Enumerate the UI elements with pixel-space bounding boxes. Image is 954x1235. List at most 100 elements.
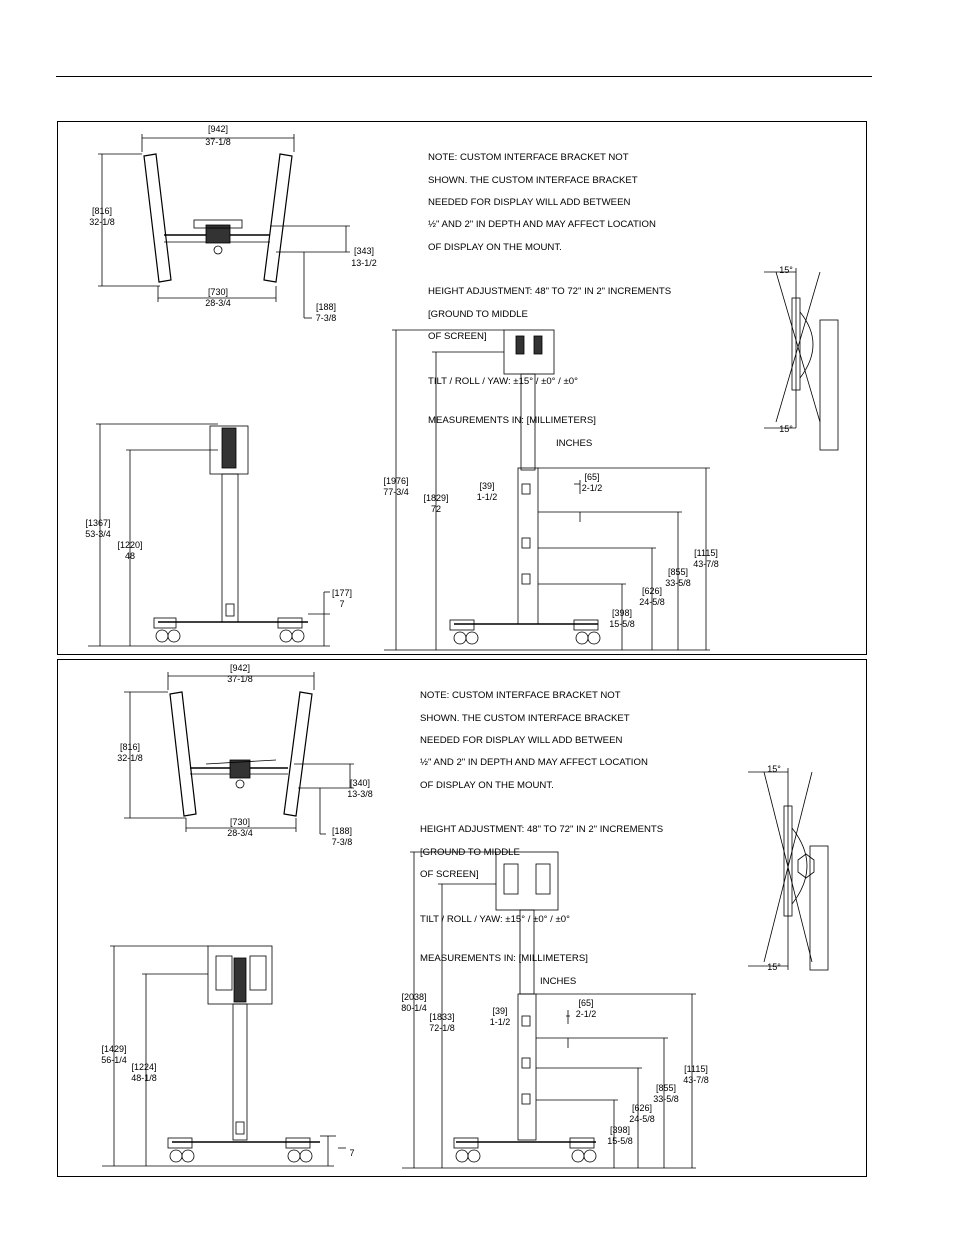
note-line: SHOWN. THE CUSTOM INTERFACE BRACKET: [420, 712, 630, 724]
dim-left-mid-mm: [1224]: [131, 1062, 156, 1072]
top-view-stand: [169, 691, 313, 817]
height-adjustment-line: OF SCREEN]: [420, 869, 479, 881]
top-view-stand: [143, 153, 293, 283]
dim-base-depth-in: 7-3/8: [332, 837, 353, 847]
tilt-angle-top: 15°: [779, 265, 793, 275]
dim-left-foot-in: 7: [339, 599, 344, 609]
dim-626-mm: [626]: [642, 586, 662, 596]
side-view-short: [153, 425, 308, 643]
side-view-tall: [449, 329, 601, 645]
dim-increment-mm: [65]: [584, 472, 599, 482]
dim-top-height-mm: [816]: [92, 206, 112, 216]
note-line: OF DISPLAY ON THE MOUNT.: [420, 779, 554, 791]
tilt-detail: [764, 268, 839, 451]
note-line: NOTE: CUSTOM INTERFACE BRACKET NOT: [428, 152, 629, 164]
note-line: SHOWN. THE CUSTOM INTERFACE BRACKET: [428, 174, 638, 186]
dim-total-mm: [2038]: [401, 992, 426, 1002]
dim-855-in: 33-5/8: [653, 1094, 679, 1104]
dim-1115-in: 43-7/8: [683, 1075, 709, 1085]
dim-base-depth-mm: [188]: [332, 826, 352, 836]
drawing-bottom: [942] 37-1/8 [816] 32-1/8 [340] 13-3/8 […: [101, 663, 829, 1169]
dim-total-mm: [1976]: [383, 476, 408, 486]
measurements-units: INCHES: [556, 437, 593, 449]
dim-top-height-in: 32-1/8: [89, 217, 115, 227]
dim-855-mm: [855]: [656, 1083, 676, 1093]
measurements-label: MEASUREMENTS IN: [MILLIMETERS]: [420, 953, 588, 965]
dim-increment-mm: [65]: [578, 998, 593, 1008]
tilt-detail: [748, 768, 829, 971]
height-adjustment-line: [GROUND TO MIDDLE: [428, 308, 528, 320]
tilt-roll-yaw: TILT / ROLL / YAW: ±15° / ±0° / ±0°: [428, 375, 578, 387]
dim-left-mid-mm: [1220]: [117, 540, 142, 550]
dim-left-total-mm: [1429]: [101, 1044, 126, 1054]
dim-mid-mm: [1833]: [429, 1012, 454, 1022]
drawing-top: [942] 37-1/8 [816] 32-1/8 [343] 13-1/2 […: [85, 124, 839, 651]
measurements-label: MEASUREMENTS IN: [MILLIMETERS]: [428, 415, 596, 427]
note-block: NOTE: CUSTOM INTERFACE BRACKET NOT SHOWN…: [428, 141, 671, 460]
top-view-dimensions: [124, 672, 354, 835]
dim-mid-mm: [1829]: [423, 493, 448, 503]
side-view-short-dimensions: [88, 423, 330, 647]
dim-total-in: 80-1/4: [401, 1003, 427, 1013]
side-view-tall: [453, 851, 597, 1163]
dim-base-width-in: 28-3/4: [227, 828, 253, 838]
dim-inner-height-mm: [343]: [354, 246, 374, 256]
height-adjustment: HEIGHT ADJUSTMENT: 48" TO 72" IN 2" INCR…: [428, 286, 672, 298]
note-line: NOTE: CUSTOM INTERFACE BRACKET NOT: [420, 690, 621, 702]
top-view-dimensions: [98, 134, 350, 319]
dim-left-total-in: 53-3/4: [85, 529, 111, 539]
dim-base-depth-in: 7-3/8: [316, 313, 337, 323]
note-block: NOTE: CUSTOM INTERFACE BRACKET NOT SHOWN…: [420, 679, 663, 998]
dim-total-in: 77-3/4: [383, 487, 409, 497]
dim-top-width-in: 37-1/8: [227, 674, 253, 684]
dim-1115-mm: [1115]: [694, 548, 718, 558]
note-line: NEEDED FOR DISPLAY WILL ADD BETWEEN: [420, 735, 623, 747]
dim-increment-in: 2-1/2: [576, 1009, 597, 1019]
dim-mid-in: 72: [431, 504, 441, 514]
height-adjustment-line: OF SCREEN]: [428, 331, 487, 343]
drawing-panel-top: [942] 37-1/8 [816] 32-1/8 [343] 13-1/2 […: [57, 121, 867, 655]
dim-top-height-in: 32-1/8: [117, 753, 143, 763]
dim-398-mm: [398]: [612, 608, 632, 618]
dim-mid-in: 72-1/8: [429, 1023, 455, 1033]
note-line: ½" AND 2" IN DEPTH AND MAY AFFECT LOCATI…: [420, 757, 648, 769]
note-line: OF DISPLAY ON THE MOUNT.: [428, 241, 562, 253]
dim-1115-in: 43-7/8: [693, 559, 719, 569]
dim-855-in: 33-5/8: [665, 578, 691, 588]
side-view-tall-dimensions: [384, 329, 710, 651]
dim-626-in: 24-5/8: [639, 597, 665, 607]
dim-left-mid-in: 48: [125, 551, 135, 561]
tilt-roll-yaw: TILT / ROLL / YAW: ±15° / ±0° / ±0°: [420, 913, 570, 925]
dim-base-depth-mm: [188]: [316, 302, 336, 312]
measurements-units: INCHES: [540, 975, 577, 987]
dim-left-total-mm: [1367]: [85, 518, 110, 528]
dim-398-mm: [398]: [610, 1125, 630, 1135]
dim-inner-height-in: 13-3/8: [347, 789, 373, 799]
side-view-short: [167, 945, 320, 1163]
dim-left-foot-in: 7: [349, 1148, 354, 1158]
dim-398-in: 15-5/8: [607, 1136, 633, 1146]
tilt-angle-bottom: 15°: [779, 424, 793, 434]
height-adjustment-line: [GROUND TO MIDDLE: [420, 846, 520, 858]
dim-base-width-mm: [730]: [230, 817, 250, 827]
dim-col-width-in: 1-1/2: [477, 492, 498, 502]
dim-col-width-in: 1-1/2: [490, 1017, 511, 1027]
dim-inner-height-mm: [340]: [350, 778, 370, 788]
dim-increment-in: 2-1/2: [582, 483, 603, 493]
dim-626-in: 24-5/8: [629, 1114, 655, 1124]
drawing-panel-bottom: [942] 37-1/8 [816] 32-1/8 [340] 13-3/8 […: [57, 659, 867, 1177]
dim-top-height-mm: [816]: [120, 742, 140, 752]
dim-left-mid-in: 48-1/8: [131, 1073, 157, 1083]
header-rule: [56, 76, 872, 77]
tilt-angle-top: 15°: [767, 764, 781, 774]
dim-left-foot-mm: [177]: [332, 588, 352, 598]
dim-top-width-mm: [942]: [230, 663, 250, 673]
dim-left-total-in: 56-1/4: [101, 1055, 127, 1065]
dim-top-width-in: 37-1/8: [205, 137, 231, 147]
note-line: NEEDED FOR DISPLAY WILL ADD BETWEEN: [428, 197, 631, 209]
side-view-short-dimensions: [102, 945, 346, 1167]
dim-col-width-mm: [39]: [479, 481, 494, 491]
dim-1115-mm: [1115]: [684, 1064, 708, 1074]
tilt-angle-bottom: 15°: [767, 962, 781, 972]
dim-inner-height-in: 13-1/2: [351, 258, 377, 268]
